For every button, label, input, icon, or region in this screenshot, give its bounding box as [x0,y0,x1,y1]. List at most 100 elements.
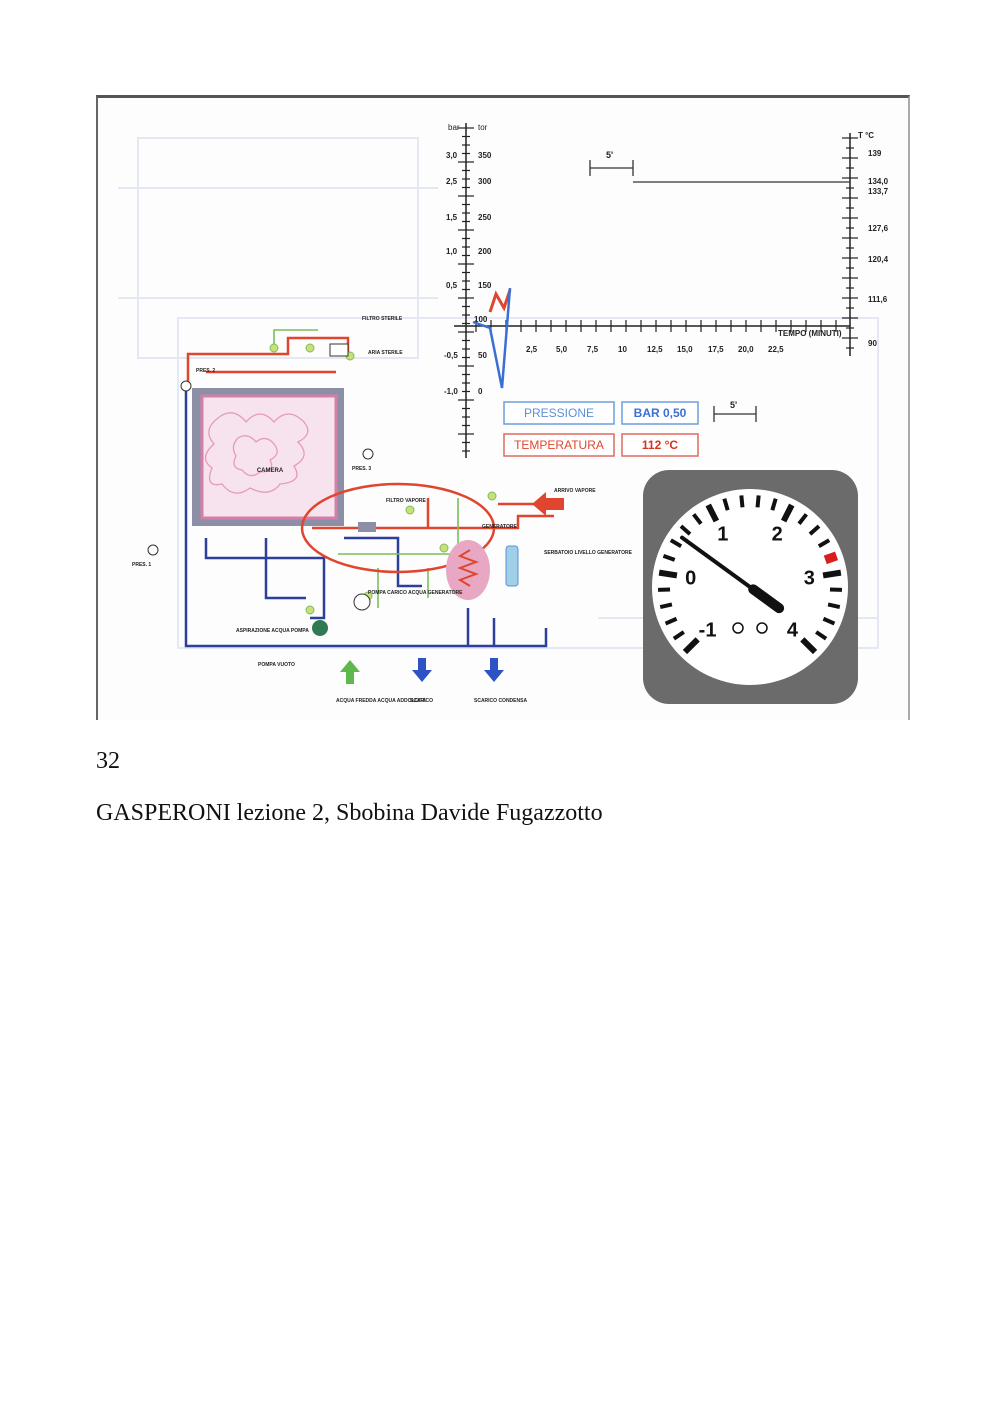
time-tick-label: 2,5 [526,345,538,354]
tor-tick-label: 250 [478,213,492,222]
sensor-label: PRES. 1 [132,562,151,568]
gauge-tick [822,616,836,626]
tor-tick-label: 200 [478,247,492,256]
tor-tick-label: 300 [478,177,492,186]
time-tick-label: 17,5 [708,345,724,354]
gauge-needle-tail [748,584,785,614]
steam-filter-highlight [300,482,496,574]
time-tick-label: 22,5 [768,345,784,354]
gauge-scale-label: 3 [804,568,815,590]
bar-tick-label: 3,0 [446,151,458,160]
tor-tick-label: 350 [478,151,492,160]
temperature-tick-label: 127,6 [868,224,889,233]
readout-interval-bracket [713,406,757,422]
chamber-load-drawing [204,412,309,494]
tor-tick-label: 0 [478,387,483,396]
bar-tick-label: 2,5 [446,177,458,186]
time-tick-label: 7,5 [587,345,599,354]
gauge-tick [770,498,778,511]
pressure-value-box [621,401,699,425]
generator-label: GENERATORE [482,524,517,530]
gauge-scale-label: 1 [717,524,728,546]
level-tank [505,545,519,587]
pressure-label: PRESSIONE [524,406,594,420]
bar-tick-label: 0,5 [446,281,458,290]
sterile-filter-box [329,343,349,357]
gauge-tick [682,637,700,655]
gauge-redline-tick [823,551,839,565]
gauge-scale-label: 2 [772,524,783,546]
aspiration-label: ASPIRAZIONE ACQUA POMPA [236,628,309,634]
gauge-tick [672,630,685,641]
drain-label: SCARICO [410,698,433,704]
water-lines [184,382,548,648]
sensor-label: PRES. 3 [352,466,371,472]
steam-filter [358,522,376,532]
vacuum-pump-label: POMPA VUOTO [258,662,295,668]
page-number: 32 [96,748,120,774]
temperature-value: 112 °C [642,438,678,452]
gauge-tick [664,616,678,626]
valve-icon [405,505,415,515]
gauge-tick [739,495,745,508]
pressure-label-box [503,401,615,425]
tor-tick-label: 150 [478,281,492,290]
tank-label: SERBATOIO LIVELLO GENERATORE [544,550,633,556]
gauge-tick [815,630,828,641]
pressure-value: BAR 0,50 [634,406,687,420]
temperature-tick-label: 111,6 [868,295,888,304]
gauge-tick [658,569,678,579]
gauge-tick [755,495,761,508]
valve-icon [439,543,449,553]
gauge-scale-label: 0 [685,568,696,590]
valve-icon [305,605,315,615]
gauge-tick [662,553,676,562]
gauge-tick [780,503,795,523]
valve-icon [487,491,497,501]
gauge-tick [679,524,692,536]
cold-water-label: ACQUA FREDDA ACQUA ADDOLCITA [336,698,426,704]
pressure-sensor-icon [362,448,374,460]
tor-unit-label: tor [478,123,488,132]
water-pump-icon [353,593,371,611]
bar-tick-label: -1,0 [444,387,458,396]
time-axis-label: TEMPO (MINUTI) [778,329,842,338]
gauge-tick [808,524,821,536]
temperature-tick-label: 134,0 [868,177,889,186]
gauge-tick [827,602,841,610]
temperature-value-box [621,433,699,457]
condensate-drain-arrow-icon [484,658,504,682]
readout-interval-label: 5' [730,400,737,410]
valve-icon [269,343,279,353]
temperature-tick-label: 139 [868,149,882,158]
pressure-sensor-icon [147,544,159,556]
gauge-scale-label: 4 [787,619,799,641]
gauge-needle [680,535,752,589]
readout-panel: PRESSIONE BAR 0,50 TEMPERATURA 112 °C 5' [503,400,757,457]
bar-tick-label: -0,5 [444,351,458,360]
steam-lines [186,336,554,530]
time-tick-label: 10 [618,345,627,354]
cold-water-inlet-arrow-icon [340,660,360,684]
valve-icon [305,343,315,353]
sterile-air-label: ARIA STERILE [368,350,403,356]
gauge-tick [669,538,683,548]
autoclave-figure: bar tor 3,0 2,5 1,5 1,0 0,5 -0,5 -1,0 35… [96,95,910,720]
pressure-temperature-graph: bar tor 3,0 2,5 1,5 1,0 0,5 -0,5 -1,0 35… [444,123,889,458]
drain-arrow-icon [412,658,432,682]
bar-unit-label: bar [448,123,460,132]
autoclave-schematic: CAMERA [132,316,633,704]
gauge-tick [817,538,831,548]
temperature-unit-label: T °C [858,131,874,140]
time-tick-label: 12,5 [647,345,663,354]
gauge-tick [797,513,808,526]
sterile-filter-label: FILTRO STERILE [362,316,403,322]
heating-coil-icon [457,549,479,587]
water-pump-label: POMPA CARICO ACQUA GENERATORE [368,590,463,596]
gauge-tick [659,602,673,610]
figure-caption: GASPERONI lezione 2, Sbobina Davide Fuga… [96,800,603,826]
vacuum-pump-icon [312,620,328,636]
gauge-tick [822,569,842,579]
chamber-label: CAMERA [257,468,284,474]
